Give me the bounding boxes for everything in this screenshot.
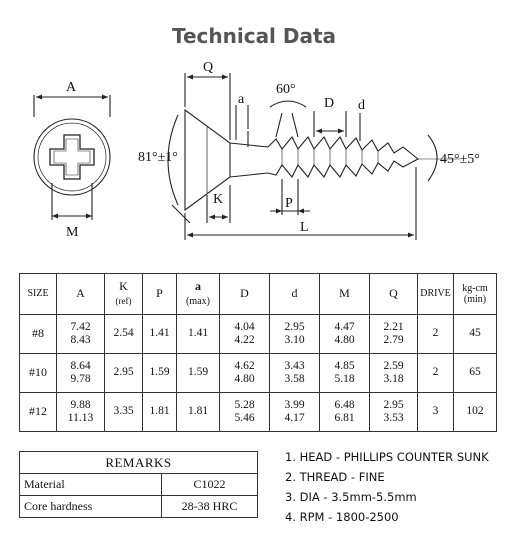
header-d: d (269, 273, 320, 315)
list-item: 2. THREAD - FINE (285, 470, 385, 484)
label-L: L (300, 220, 309, 235)
remarks-value: 28-38 HRC (161, 495, 258, 518)
label-45: 45°±5° (440, 152, 480, 167)
remarks-label: Core hardness (19, 495, 162, 518)
header-Q: Q (369, 273, 418, 315)
header-P: P (142, 273, 177, 315)
list-item: 1. HEAD - PHILLIPS COUNTER SUNK (285, 450, 489, 464)
header-A: A (56, 273, 105, 315)
screw-thread (267, 136, 419, 178)
label-P: P (285, 196, 293, 211)
table-row: Core hardness 28-38 HRC (19, 495, 258, 518)
list-item: 4. RPM - 1800-2500 (285, 510, 399, 524)
spec-header-row: SIZE A K(ref) P a(max) D d M Q DRIVE kg-… (19, 273, 497, 315)
remarks-title: REMARKS (19, 451, 258, 474)
header-size: SIZE (19, 273, 57, 315)
label-M: M (66, 225, 79, 240)
screw-head-circle (33, 118, 111, 196)
header-K: K(ref) (104, 273, 143, 315)
label-D: D (324, 96, 334, 111)
label-a: a (238, 92, 245, 107)
table-row: Material C1022 (19, 473, 258, 496)
header-drive: DRIVE (417, 273, 454, 315)
header-D: D (219, 273, 270, 315)
label-60: 60° (276, 82, 296, 97)
spec-table: SIZE A K(ref) P a(max) D d M Q DRIVE kg-… (19, 273, 497, 432)
label-A: A (66, 80, 77, 95)
remarks-label: Material (19, 473, 162, 496)
label-K: K (213, 192, 223, 207)
label-Q: Q (203, 60, 213, 75)
header-M: M (319, 273, 370, 315)
remarks-value: C1022 (161, 473, 258, 496)
header-kgcm: kg-cm(min) (453, 273, 497, 315)
label-d: d (358, 98, 365, 113)
phillips-cross-icon (49, 134, 95, 180)
remarks-table: REMARKS Material C1022 Core hardness 28-… (19, 451, 258, 518)
screw-drawing: A M Q a 60° D d 81°±1° K P L 45°±5° (33, 60, 480, 240)
page-title: Technical Data (171, 24, 337, 48)
header-a: a(max) (176, 273, 220, 315)
label-81: 81°±1° (138, 150, 178, 165)
list-item: 3. DIA - 3.5mm-5.5mm (285, 490, 417, 504)
notes-list: 1. HEAD - PHILLIPS COUNTER SUNK 2. THREA… (285, 447, 489, 527)
